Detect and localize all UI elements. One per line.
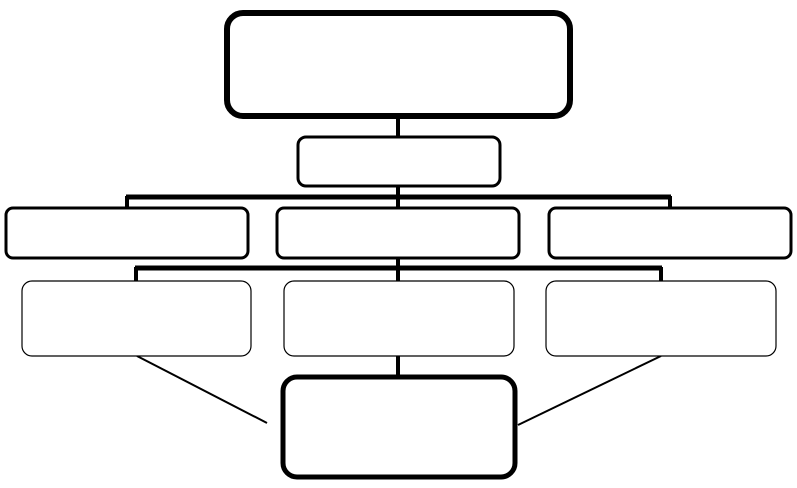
level3-box-center	[275, 206, 521, 260]
level4-box-left	[21, 280, 252, 357]
level4-box-right	[545, 280, 777, 357]
connectors	[125, 117, 672, 426]
level3-box-left	[4, 206, 250, 260]
bottom-box	[280, 374, 518, 480]
top-box	[224, 10, 573, 119]
second-box	[296, 135, 502, 188]
level4-box-center	[283, 280, 515, 357]
diagonal-left-to-bottom	[136, 355, 268, 424]
boxes	[4, 10, 793, 480]
level3-box-right	[547, 206, 793, 260]
diagonal-right-to-bottom	[517, 355, 662, 426]
